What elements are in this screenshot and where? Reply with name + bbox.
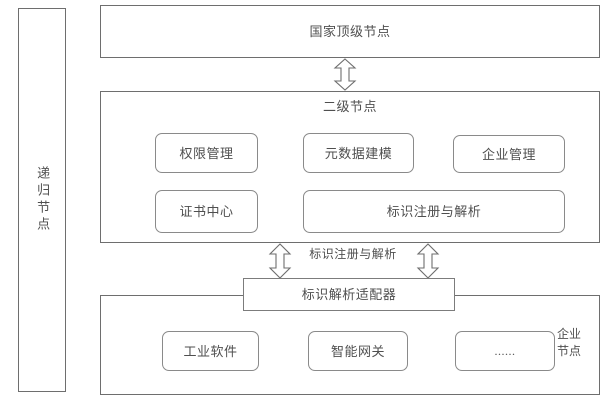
link-label-identifier-registration: 标识注册与解析 (293, 248, 413, 260)
module-enterprise-management[interactable]: 企业管理 (453, 135, 565, 173)
module-label: 权限管理 (179, 145, 234, 161)
double-arrow-icon-national-to-second (333, 58, 357, 91)
national-top-node-label: 国家顶级节点 (309, 24, 391, 39)
second-level-node-label: 二级节点 (322, 99, 377, 114)
module-label: 工业软件 (183, 343, 238, 359)
national-top-node-box: 国家顶级节点 (100, 5, 600, 58)
double-arrow-icon-right-adapter (416, 243, 440, 279)
module-metadata-modeling[interactable]: 元数据建模 (303, 133, 414, 173)
module-ellipsis-placeholder[interactable]: ...... (455, 331, 555, 371)
module-label: 标识注册与解析 (386, 204, 482, 219)
module-industrial-software[interactable]: 工业软件 (162, 331, 259, 371)
module-intelligent-gateway[interactable]: 智能网关 (308, 331, 408, 371)
module-label: 证书中心 (179, 204, 234, 219)
recursive-node-box: 递归节点 (18, 8, 66, 392)
double-arrow-icon-left-adapter (268, 243, 292, 279)
enterprise-node-label: 企业 节点 (549, 326, 589, 361)
enterprise-node-label-line1: 企业 (556, 327, 581, 341)
module-identifier-registration-resolution[interactable]: 标识注册与解析 (303, 190, 565, 233)
recursive-node-label: 递归节点 (35, 166, 51, 234)
enterprise-node-label-line2: 节点 (556, 344, 581, 359)
module-label: 智能网关 (330, 343, 385, 359)
module-permission-management[interactable]: 权限管理 (155, 133, 258, 173)
module-label: 企业管理 (481, 146, 536, 162)
adapter-label: 标识解析适配器 (301, 287, 397, 302)
identifier-resolution-adapter-box[interactable]: 标识解析适配器 (243, 278, 455, 311)
module-certificate-center[interactable]: 证书中心 (155, 190, 258, 233)
module-label: ...... (494, 344, 516, 358)
module-label: 元数据建模 (324, 145, 393, 161)
